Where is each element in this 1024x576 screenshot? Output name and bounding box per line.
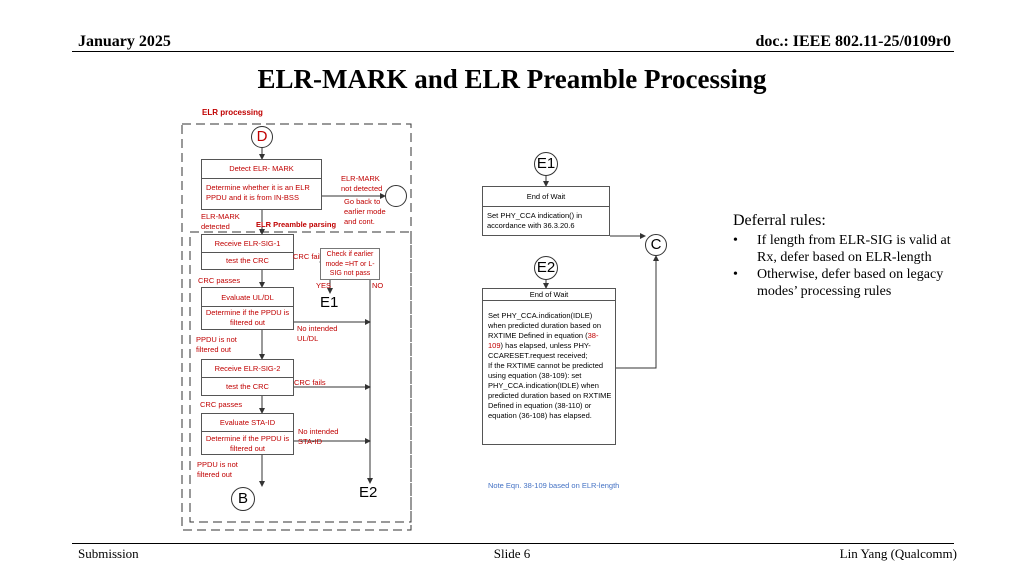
header-date: January 2025 <box>78 33 171 50</box>
deferral-rules-title: Deferral rules: <box>733 212 826 229</box>
node-c: C <box>645 234 667 256</box>
check-earlier: Check if earlier mode =HT or L-SIG not p… <box>325 251 375 277</box>
elr-length-note: Note Eqn. 38-109 based on ELR-length <box>488 481 620 490</box>
node-d: D <box>251 126 273 148</box>
crc-passes-2-label: CRC passes <box>200 400 243 409</box>
detect-body: Determine whether it is an ELR PPDU and … <box>206 183 310 202</box>
node-e1-right: E1 <box>534 152 558 176</box>
test-crc-1: test the CRC <box>226 256 269 265</box>
footer-submission: Submission <box>78 546 139 561</box>
mark-not-detected-label: ELR-MARK not detected <box>341 174 383 193</box>
deferral-rule-item: • If length from ELR-SIG is valid at Rx, … <box>733 232 973 266</box>
bullet-2: • <box>733 267 738 282</box>
node-e2-left: E2 <box>359 484 378 501</box>
receive-sig1: Receive ELR-SIG-1 <box>214 239 281 248</box>
end-of-wait-2-box: End of Wait Set PHY_CCA.indication(IDLE)… <box>482 288 616 445</box>
bullet-1: • <box>733 233 738 248</box>
test-crc-2: test the CRC <box>226 382 269 391</box>
elr-processing-region <box>181 123 412 531</box>
set-cca-2-a: Set PHY_CCA.indication(IDLE) when predic… <box>488 311 601 340</box>
evaluate-staid: Evaluate STA-ID <box>219 418 276 427</box>
set-cca-2-ref: 38-109 <box>488 331 599 350</box>
receive-sig2-box: Receive ELR-SIG-2 test the CRC <box>201 359 294 396</box>
evaluate-uldl-box: Evaluate UL/DL Determine if the PPDU is … <box>201 287 294 330</box>
end-of-wait-1: End of Wait <box>526 192 566 201</box>
crc-passes-1-label: CRC passes <box>198 276 241 285</box>
deferral-rule-2: Otherwise, defer based on legacy modes’ … <box>757 267 944 299</box>
go-back-node <box>385 185 407 207</box>
deferral-rules-list: • If length from ELR-SIG is valid at Rx, … <box>733 232 973 300</box>
header-rule <box>72 51 954 52</box>
set-cca-2: Set PHY_CCA.indication(IDLE) when predic… <box>488 311 612 421</box>
filtered-2: Determine if the PPDU is filtered out <box>205 434 290 453</box>
go-back-label: Go back to earlier mode and cont. <box>344 197 386 226</box>
page-title: ELR-MARK and ELR Preamble Processing <box>257 64 767 94</box>
evaluate-uldl: Evaluate UL/DL <box>221 293 274 302</box>
end-of-wait-2: End of Wait <box>529 290 569 299</box>
footer-author: Lin Yang (Qualcomm) <box>839 546 957 561</box>
header-doc-id: doc.: IEEE 802.11-25/0109r0 <box>755 33 951 50</box>
not-filtered-2-label: PPDU is not filtered out <box>197 460 238 479</box>
receive-sig1-box: Receive ELR-SIG-1 test the CRC <box>201 234 294 270</box>
no-intended-staid-label: No intended STA-ID <box>298 427 339 446</box>
yes-label: YES <box>316 281 332 290</box>
evaluate-staid-box: Evaluate STA-ID Determine if the PPDU is… <box>201 413 294 455</box>
preamble-parsing-region <box>189 231 412 523</box>
set-cca-1: Set PHY_CCA indication() in accordance w… <box>487 211 583 230</box>
footer-rule <box>72 543 954 544</box>
node-e1-left: E1 <box>320 294 339 311</box>
node-e2-right: E2 <box>534 256 558 280</box>
footer-slide-number: Slide 6 <box>493 546 531 561</box>
detect-header: Detect ELR- MARK <box>229 164 294 173</box>
elr-processing-label: ELR processing <box>202 108 263 117</box>
receive-sig2: Receive ELR-SIG-2 <box>214 364 281 373</box>
no-intended-uldl-label: No intended UL/DL <box>297 324 338 343</box>
detect-elr-mark-box: Detect ELR- MARK Determine whether it is… <box>201 159 322 210</box>
filtered-1: Determine if the PPDU is filtered out <box>205 308 290 327</box>
not-filtered-1-label: PPDU is not filtered out <box>196 335 237 354</box>
set-cca-2-b: ) has elapsed, unless PHY-CCARESET.reque… <box>488 341 591 360</box>
node-b: B <box>231 487 255 511</box>
set-cca-2-c: If the RXTIME cannot be predicted using … <box>488 361 612 420</box>
end-of-wait-1-box: End of Wait Set PHY_CCA indication() in … <box>482 186 610 236</box>
crc-fails-2-label: CRC fails <box>294 378 326 387</box>
crc-fails-1-label: CRC fails <box>293 252 325 261</box>
preamble-parsing-label: ELR Preamble parsing <box>256 220 337 229</box>
deferral-rule-1: If length from ELR-SIG is valid at Rx, d… <box>757 233 951 265</box>
mark-detected-label: ELR-MARK detected <box>201 212 240 231</box>
deferral-rule-item: • Otherwise, defer based on legacy modes’… <box>733 266 973 300</box>
no-label: NO <box>372 281 384 290</box>
check-earlier-box: Check if earlier mode =HT or L-SIG not p… <box>320 248 380 280</box>
